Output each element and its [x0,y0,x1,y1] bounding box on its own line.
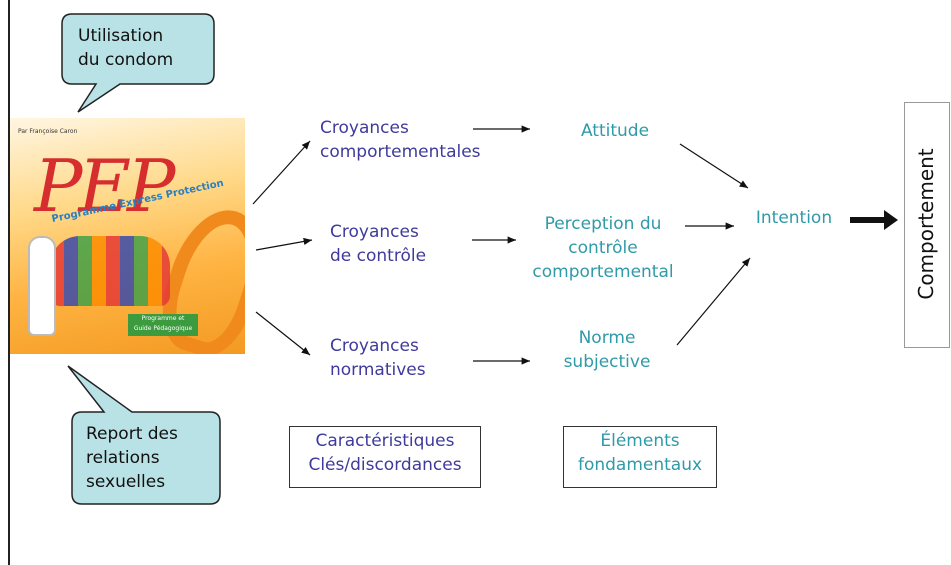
callout-bubble-bottom [67,365,221,505]
behavioral-beliefs: Croyances comportementales [320,118,481,162]
legend-fundamental-elements: Éléments fondamentaux [563,426,717,488]
callout-bubble-top [61,13,215,113]
cover-badge: Programme et Guide Pédagogique [128,314,198,336]
perceived-control-node: Perception du contrôle comportemental [532,214,674,282]
arrow-attitude-to-intention [679,143,749,189]
attitude-node: Attitude [580,121,650,141]
callout-condom-use: Utilisation du condom [78,26,174,70]
cover-logo: PEP [34,144,175,228]
behavior-box [904,102,950,348]
legend-key-characteristics: Caractéristiques Clés/discordances [289,426,481,488]
arrow-image-to-control [255,237,313,251]
cover-author: Par Françoise Caron [18,128,78,135]
control-beliefs: Croyances de contrôle [330,222,427,266]
arrow-norm-to-intention [676,257,751,346]
normative-beliefs: Croyances normatives [330,336,426,380]
arrow-intention-to-behavior [850,210,898,230]
arrow-image-to-behavioral [252,140,311,205]
subjective-norm-node: Norme subjective [563,328,651,372]
figures-graphic [50,236,170,306]
pep-cover-image: Par Françoise Caron PEP Programme Expres… [10,118,245,354]
intention-node: Intention [755,208,833,228]
behavior-label: Comportement [914,148,938,300]
mascot-graphic [28,236,56,336]
callout-delay-sexual-relations: Report des relations sexuelles [86,424,178,492]
left-border-line [8,0,10,565]
arrow-image-to-normative [255,311,311,356]
